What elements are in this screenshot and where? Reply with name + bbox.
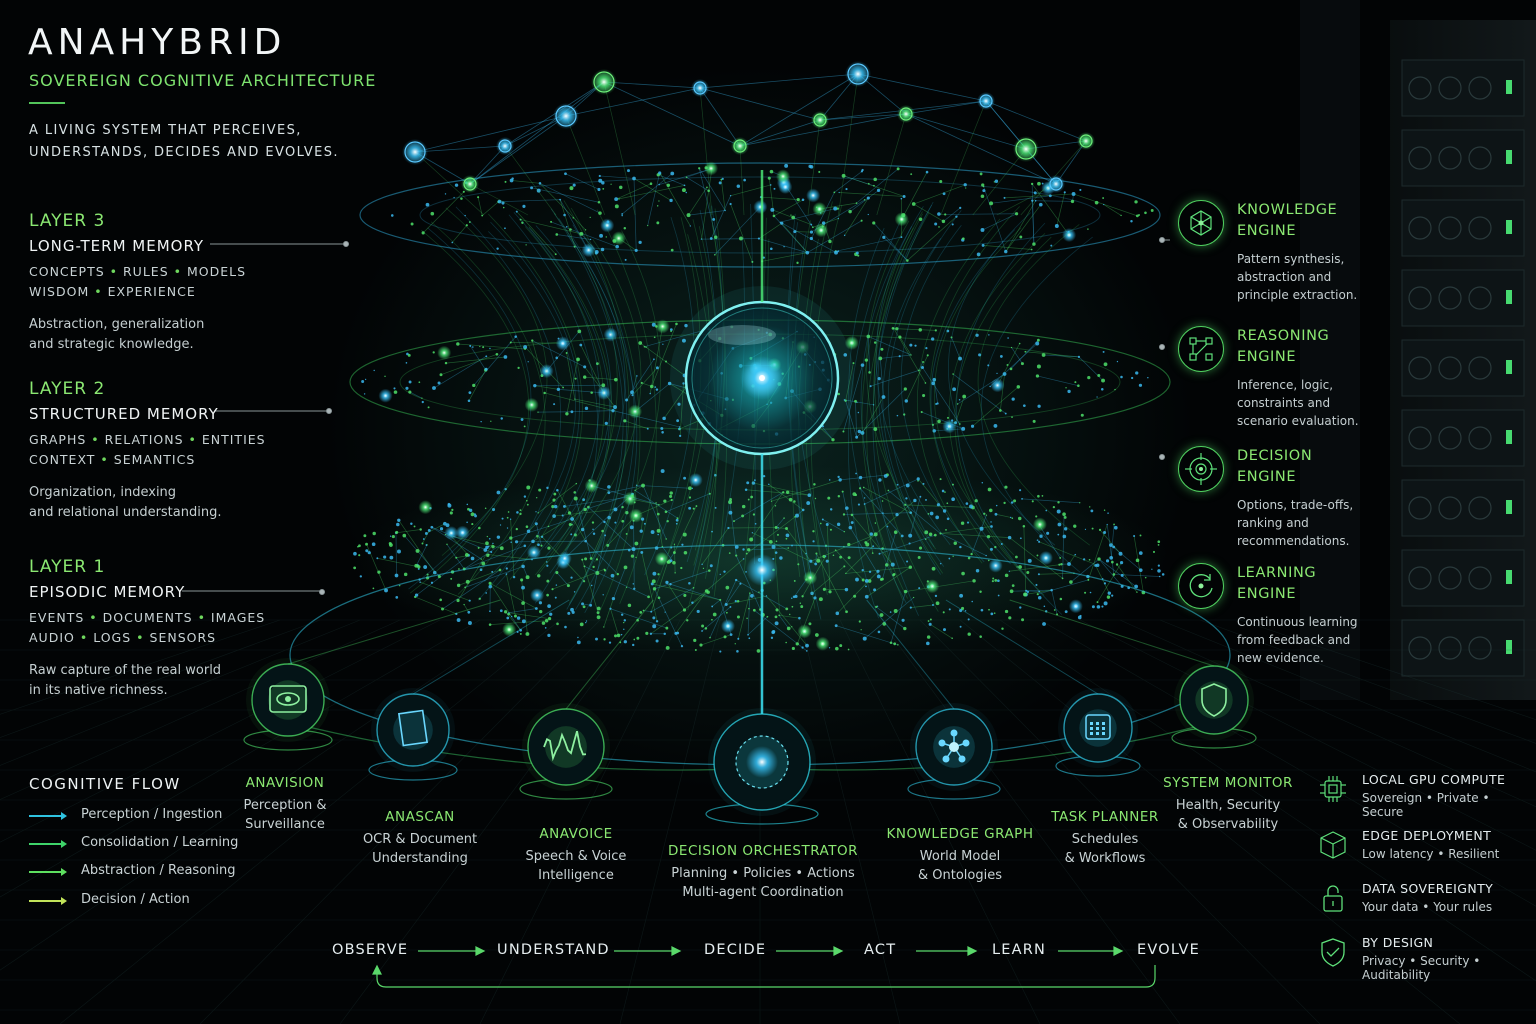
cycle-step-learn: LEARN [992, 942, 1047, 958]
layer-1-panel: LAYER 1 EPISODIC MEMORY EVENTS • DOCUMEN… [29, 557, 329, 701]
module-task-planner: TASK PLANNER Schedules& Workflows [1051, 809, 1159, 866]
layer-name: EPISODIC MEMORY [29, 583, 186, 601]
layer-items: GRAPHS • RELATIONS • ENTITIES CONTEXT • … [29, 432, 266, 467]
flow-legend-item: Abstraction / Reasoning [29, 862, 269, 882]
flow-legend-item: Perception / Ingestion [29, 806, 269, 826]
central-core-sphere [670, 170, 854, 740]
feature-data-sovereignty: DATA SOVEREIGNTY Your data • Your rules [1316, 881, 1531, 925]
chip-icon [1316, 772, 1350, 806]
layer-number: LAYER 1 [29, 557, 106, 577]
target-icon [1178, 446, 1224, 492]
module-knowledge-graph: KNOWLEDGE GRAPH World Model& Ontologies [886, 826, 1034, 883]
lock-icon [1316, 881, 1350, 915]
tagline: A LIVING SYSTEM THAT PERCEIVES, UNDERSTA… [29, 120, 349, 164]
layer-number: LAYER 2 [29, 379, 106, 399]
flow-arrow-icon [29, 812, 67, 820]
brand-title: ANAHYBRID [28, 22, 287, 63]
network-star-icon [1178, 200, 1224, 246]
layer-leader-lines [182, 237, 1170, 595]
cube-icon [1316, 828, 1350, 862]
feature-by-design: BY DESIGN Privacy • Security • Auditabil… [1316, 935, 1531, 982]
cycle-step-decide: DECIDE [704, 942, 767, 958]
module-anavision: ANAVISION Perception &Surveillance [243, 775, 327, 832]
feature-local-gpu: LOCAL GPU COMPUTE Sovereign • Private • … [1316, 772, 1531, 819]
shield-check-icon [1316, 935, 1350, 969]
cycle-step-evolve: EVOLVE [1137, 942, 1201, 958]
cognitive-flow-title: COGNITIVE FLOW [29, 775, 181, 793]
cycle-step-understand: UNDERSTAND [497, 942, 610, 958]
flow-arrow-icon [29, 840, 67, 848]
flow-arrow-icon [29, 897, 67, 905]
module-system-monitor: SYSTEM MONITOR Health, Security& Observa… [1163, 775, 1293, 832]
server-rack [1300, 0, 1536, 700]
layer-3-panel: LAYER 3 LONG-TERM MEMORY CONCEPTS • RULE… [29, 211, 329, 355]
cycle-icon [1178, 563, 1224, 609]
tagline-line-1: A LIVING SYSTEM THAT PERCEIVES, [29, 123, 302, 138]
cycle-arrows [372, 946, 1156, 988]
brand-divider [29, 102, 65, 104]
flow-legend-item: Decision / Action [29, 891, 269, 911]
node-graph-icon [1178, 326, 1224, 372]
layer-2-panel: LAYER 2 STRUCTURED MEMORY GRAPHS • RELAT… [29, 379, 329, 523]
brand-subtitle: SOVEREIGN COGNITIVE ARCHITECTURE [29, 71, 377, 90]
flow-legend-item: Consolidation / Learning [29, 834, 269, 854]
cycle-step-act: ACT [864, 942, 897, 958]
layer-items: EVENTS • DOCUMENTS • IMAGES AUDIO • LOGS… [29, 610, 266, 645]
feature-edge-deployment: EDGE DEPLOYMENT Low latency • Resilient [1316, 828, 1531, 872]
cycle-step-observe: OBSERVE [332, 942, 409, 958]
layer-number: LAYER 3 [29, 211, 106, 231]
layer-items: CONCEPTS • RULES • MODELS WISDOM • EXPER… [29, 264, 247, 299]
layer-name: STRUCTURED MEMORY [29, 405, 219, 423]
module-decision-orchestrator: DECISION ORCHESTRATOR Planning • Policie… [668, 843, 858, 900]
layer-name: LONG-TERM MEMORY [29, 237, 205, 255]
flow-arrow-icon [29, 868, 67, 876]
tagline-line-2: UNDERSTANDS, DECIDES AND EVOLVES. [29, 145, 339, 160]
